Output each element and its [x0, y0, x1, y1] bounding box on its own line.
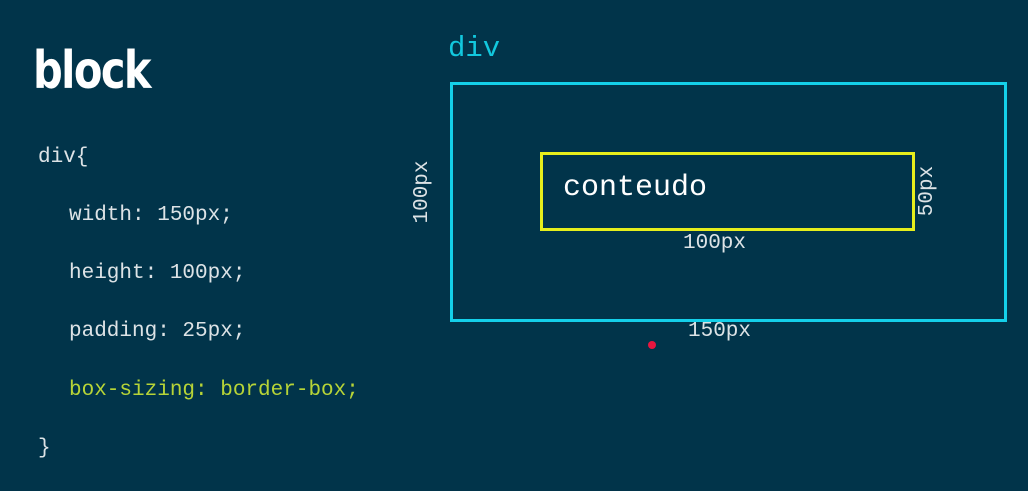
- code-line-height: height: 100px;: [69, 262, 246, 285]
- outer-height-label: 100px: [411, 160, 434, 224]
- code-line-width: width: 150px;: [69, 204, 233, 227]
- content-height-label: 50px: [916, 165, 939, 217]
- code-line-selector: div{: [38, 146, 89, 169]
- code-line-padding: padding: 25px;: [69, 320, 246, 343]
- code-line-box-sizing: box-sizing: border-box;: [69, 379, 359, 402]
- outer-width-label: 150px: [688, 320, 752, 343]
- slide-title: block: [33, 41, 152, 101]
- content-box: [540, 152, 915, 231]
- content-width-label: 100px: [683, 232, 747, 255]
- div-element-label: div: [448, 32, 501, 65]
- pointer-cursor: [648, 341, 656, 349]
- code-line-closing-brace: }: [38, 437, 51, 460]
- content-label: conteudo: [563, 171, 708, 205]
- outer-div-box: [450, 82, 1007, 322]
